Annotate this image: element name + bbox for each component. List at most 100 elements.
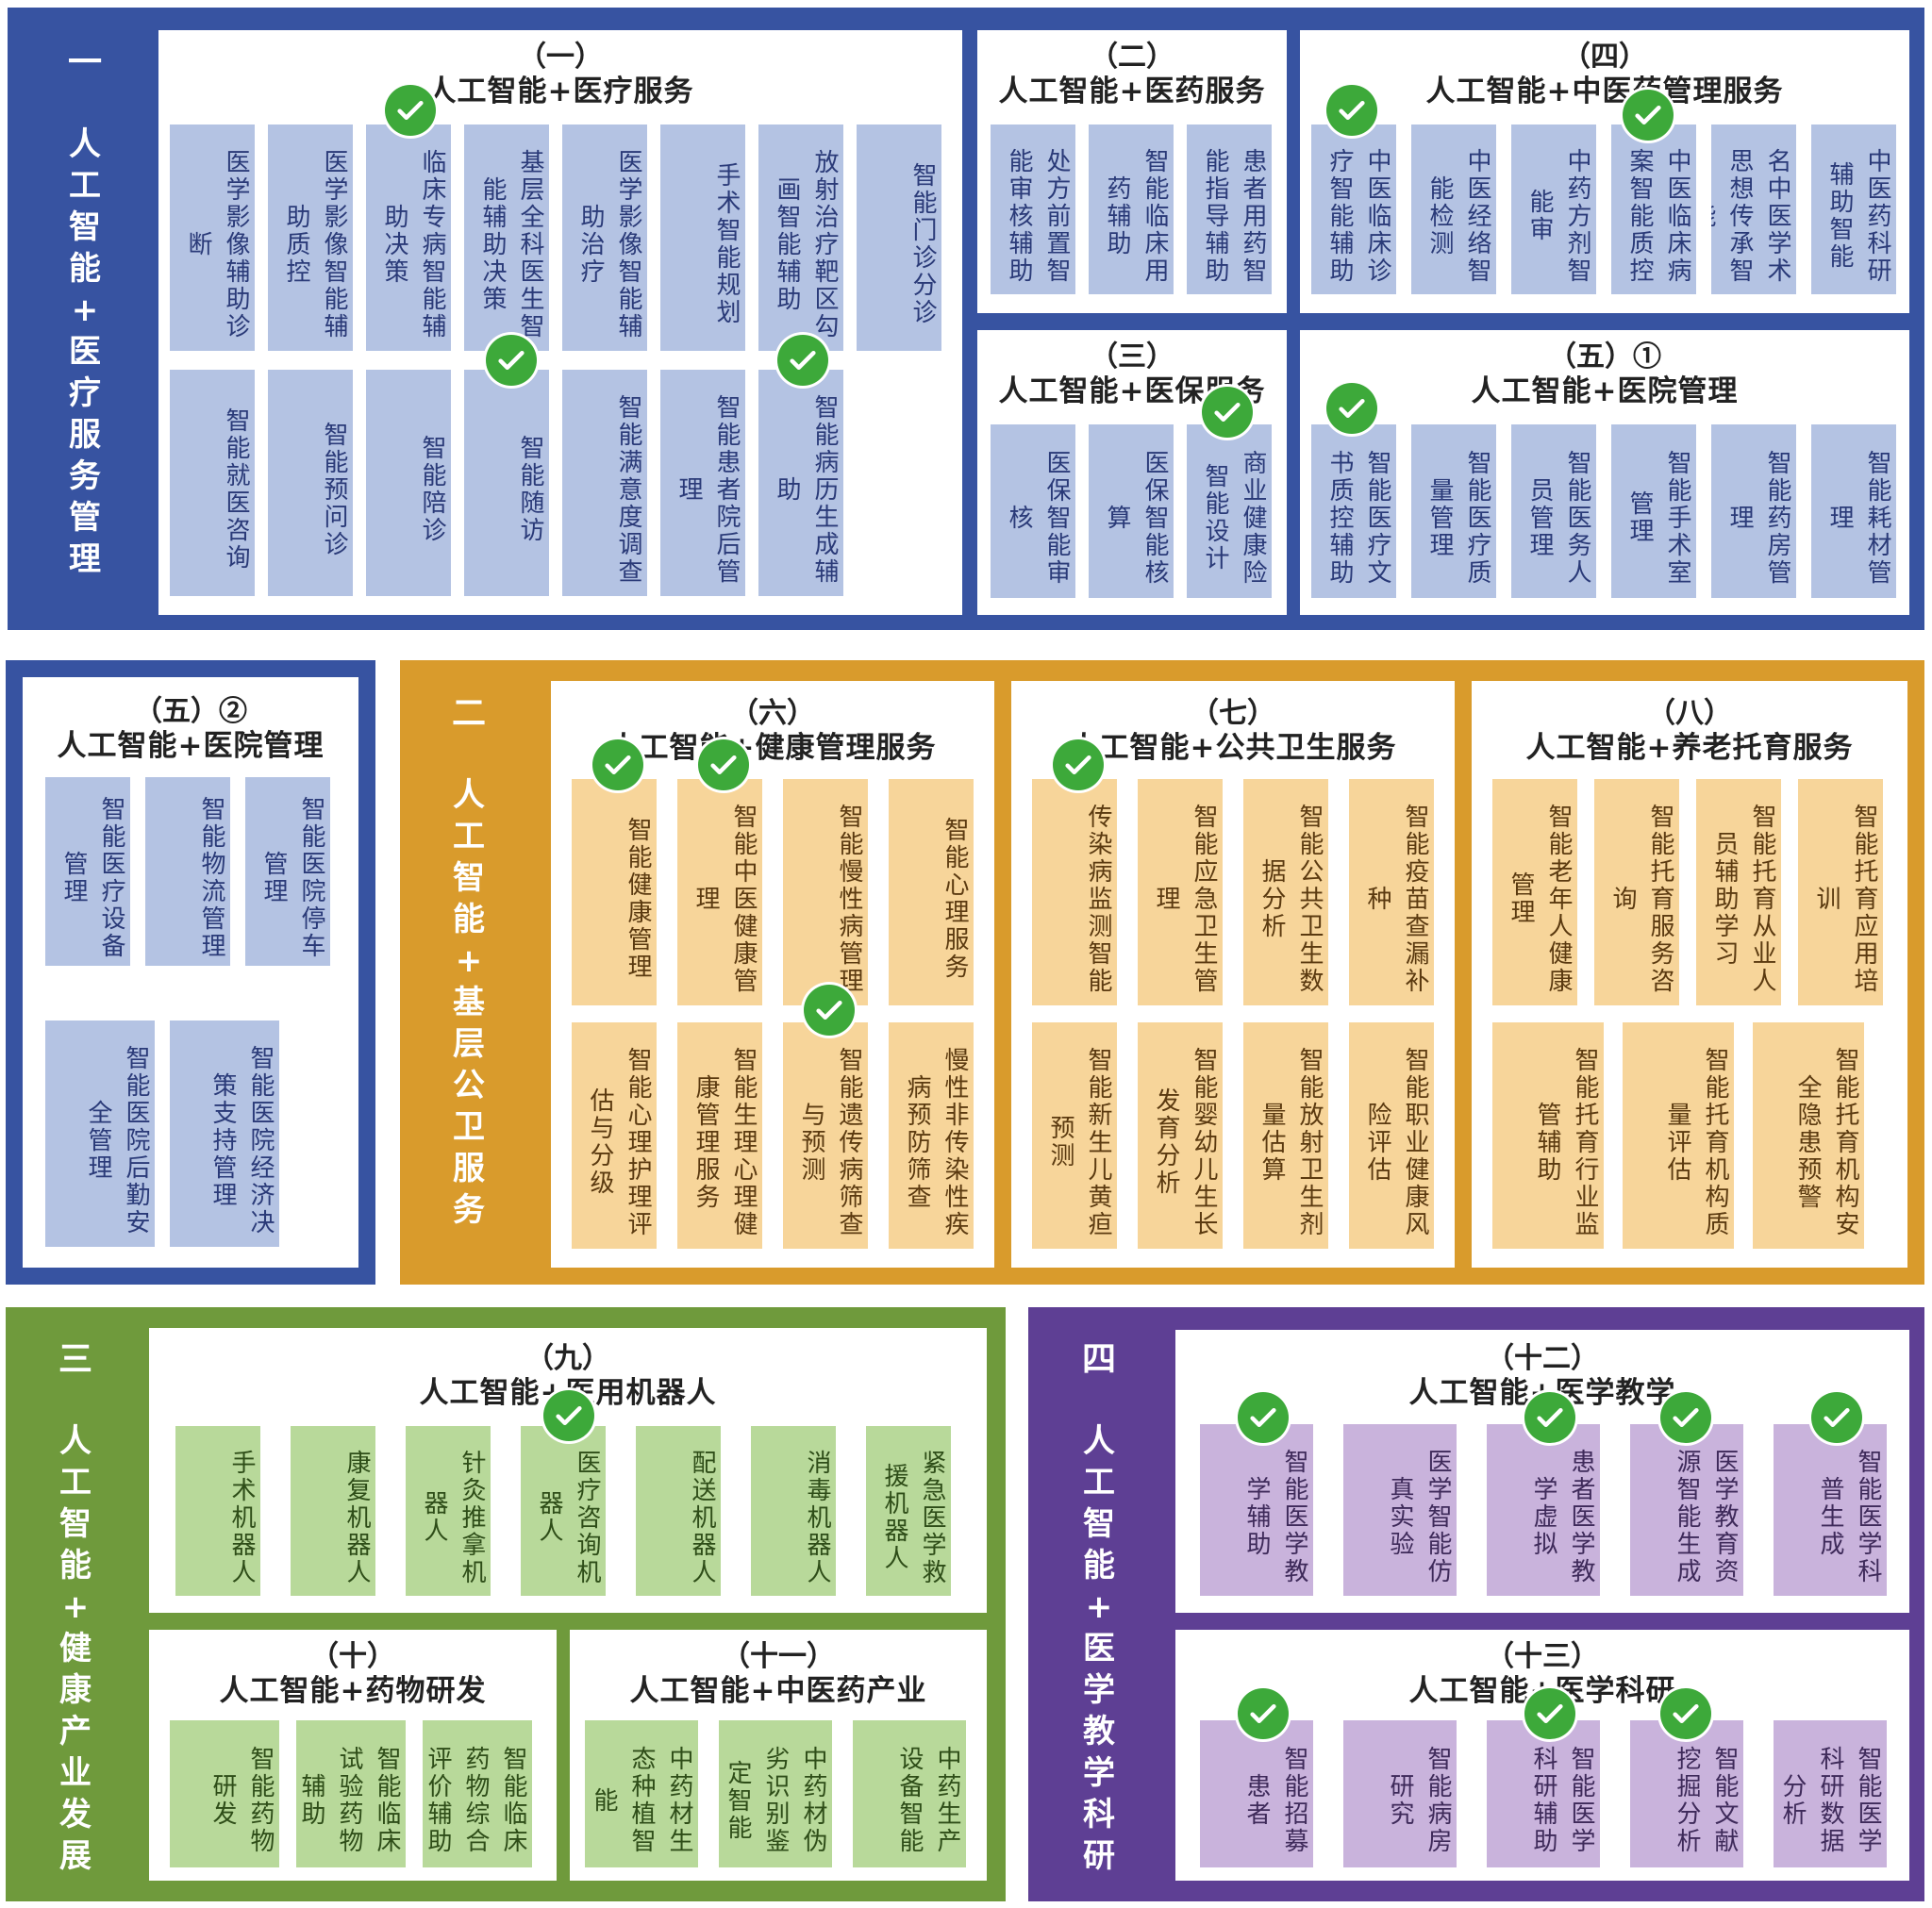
check-icon	[1623, 90, 1674, 141]
panel-name: 人工智能+医疗服务	[426, 75, 694, 108]
panel-name: 人工智能+中医药产业	[629, 1674, 927, 1708]
check-icon	[1326, 383, 1377, 434]
service-item: 智能心理护理评估与分级	[572, 1022, 657, 1249]
service-item: 智能托育机构质量评估	[1623, 1022, 1734, 1249]
service-item: 中医临床病案智能质控	[1611, 124, 1696, 294]
service-item: 智能招募患者	[1200, 1720, 1313, 1867]
service-item: 患者用药智能指导辅助	[1187, 124, 1272, 294]
service-item: 智能医学教学辅助	[1200, 1424, 1313, 1596]
service-item: 智能中医健康管理	[677, 779, 762, 1005]
service-item: 智能随访	[464, 370, 549, 596]
service-item: 慢性非传染性疾病预防筛查	[889, 1022, 974, 1249]
check-icon	[1660, 1688, 1711, 1739]
check-icon	[1524, 1688, 1575, 1739]
panel-number: （五）②	[134, 695, 247, 728]
panel-name: 人工智能+养老托育服务	[1525, 731, 1854, 765]
service-item: 智能临床试验药物辅助	[296, 1720, 406, 1867]
service-item: 智能老年人健康管理	[1492, 779, 1577, 1005]
band-number: 二	[451, 694, 486, 733]
panel-title: （十一）人工智能+中医药产业	[570, 1641, 987, 1709]
panel-title: （一）人工智能+医疗服务	[158, 41, 962, 109]
check-icon	[1660, 1392, 1711, 1443]
band-label-4: 四 人工智能+医学教学科研	[1066, 1339, 1132, 1877]
panel-number: （五）①	[1548, 340, 1661, 373]
panel-medical-service: （一）人工智能+医疗服务 医学影像辅助诊断 医学影像智能辅助质控 临床专病智能辅…	[158, 30, 962, 615]
panel-number: （六）	[730, 697, 815, 730]
band-title: 人工智能+医疗服务管理	[69, 125, 101, 578]
band-title: 人工智能+基层公卫服务	[453, 776, 485, 1229]
service-item: 医疗咨询机器人	[521, 1426, 606, 1596]
service-item: 智能遗传病筛查与预测	[783, 1022, 868, 1249]
service-item: 智能耗材管理	[1811, 424, 1896, 598]
check-icon	[1811, 1392, 1862, 1443]
check-icon	[1202, 387, 1253, 438]
service-item: 智能疫苗查漏补种	[1349, 779, 1434, 1005]
service-item: 智能慢性病管理	[783, 779, 868, 1005]
service-item: 配送机器人	[636, 1426, 721, 1596]
check-icon	[1524, 1392, 1575, 1443]
panel-name: 人工智能+医药服务	[998, 75, 1266, 108]
band-number: 三	[58, 1340, 92, 1379]
panel-tcm-industry: （十一）人工智能+中医药产业 中药材生态种植智能 中药材伪劣识别鉴定智能 中药生…	[570, 1630, 987, 1881]
panel-name: 人工智能+公共卫生服务	[1069, 731, 1397, 765]
service-item: 基层全科医生智能辅助决策	[464, 124, 549, 351]
service-item: 处方前置智能审核辅助	[991, 124, 1075, 294]
service-item: 智能医疗设备管理	[45, 777, 130, 966]
panel-number: （一）	[518, 41, 603, 74]
service-item: 智能医院经济决策支持管理	[170, 1020, 279, 1247]
panel-drug-development: （十）人工智能+药物研发 智能药物研发 智能临床试验药物辅助 智能临床药物综合评…	[149, 1630, 557, 1881]
panel-number: （十）	[310, 1640, 395, 1673]
band-label-3: 三 人工智能+健康产业发展	[42, 1339, 108, 1877]
panel-title: （二）人工智能+医药服务	[977, 41, 1287, 109]
service-item: 智能职业健康风险评估	[1349, 1022, 1434, 1249]
service-item: 手术智能规划	[660, 124, 745, 351]
service-item: 智能病房研究	[1343, 1720, 1457, 1867]
panel-name: 人工智能+医院管理	[1471, 374, 1739, 408]
panel-number: （四）	[1562, 41, 1647, 74]
panel-tcm-management: （四）人工智能+中医药管理服务 中医临床诊疗智能辅助 中医经络智能检测 中药方剂…	[1300, 30, 1909, 313]
check-icon	[1053, 739, 1104, 790]
service-item: 中药方剂智能审	[1511, 124, 1596, 294]
panel-public-health: （七）人工智能+公共卫生服务 传染病监测智能 智能应急卫生管理 智能公共卫生数据…	[1011, 681, 1455, 1268]
service-item: 智能医学科普生成	[1774, 1424, 1887, 1596]
band-number: 一	[67, 43, 102, 82]
service-item: 医学智能仿真实验	[1343, 1424, 1457, 1596]
panel-insurance-service: （三）人工智能+医保服务 医保智能审核 医保智能核算 商业健康险智能设计	[977, 330, 1287, 615]
check-icon	[592, 739, 643, 790]
service-item: 智能心理服务	[889, 779, 974, 1005]
check-icon	[777, 335, 828, 386]
panel-name: 人工智能+医院管理	[57, 729, 325, 763]
service-item: 智能满意度调查	[562, 370, 647, 596]
service-item: 智能托育应用培训	[1798, 779, 1883, 1005]
service-item: 智能患者院后管理	[660, 370, 745, 596]
service-item: 医保智能核算	[1089, 424, 1174, 598]
service-item: 智能医院后勤安全管理	[45, 1020, 155, 1247]
panel-medical-teaching: （十二）人工智能+医学教学 智能医学教学辅助 医学智能仿真实验 患者医学教学虚拟…	[1175, 1330, 1909, 1613]
check-icon	[543, 1390, 594, 1441]
service-item: 智能医疗质量管理	[1411, 424, 1496, 598]
service-item: 临床专病智能辅助决策	[366, 124, 451, 351]
panel-name: 人工智能+健康管理服务	[608, 731, 937, 765]
service-item: 传染病监测智能	[1032, 779, 1117, 1005]
panel-name: 人工智能+药物研发	[219, 1674, 487, 1708]
check-icon	[1238, 1392, 1289, 1443]
service-item: 手术机器人	[175, 1426, 260, 1596]
service-item: 医学教育资源智能生成	[1630, 1424, 1743, 1596]
service-item: 智能医学科研数据分析	[1774, 1720, 1887, 1867]
panel-medical-robots: （九）人工智能+医用机器人 手术机器人 康复机器人 针灸推拿机器人 医疗咨询机器…	[149, 1328, 987, 1613]
service-item: 智能药房管理	[1711, 424, 1796, 598]
service-item: 中医药科研辅助智能	[1811, 124, 1896, 294]
service-item: 商业健康险智能设计	[1187, 424, 1272, 598]
panel-number: （九）	[525, 1342, 610, 1375]
service-item: 智能门诊分诊	[857, 124, 941, 351]
panel-elderly-childcare: （八）人工智能+养老托育服务 智能老年人健康管理 智能托育服务咨询 智能托育从业…	[1472, 681, 1907, 1268]
panel-title: （八）人工智能+养老托育服务	[1472, 698, 1907, 766]
check-icon	[804, 985, 855, 1036]
panel-number: （十一）	[722, 1640, 835, 1673]
service-item: 紧急医学救援机器人	[866, 1426, 951, 1596]
band-label-2: 二 人工智能+基层公卫服务	[436, 693, 502, 1231]
service-item: 医保智能审核	[991, 424, 1075, 598]
